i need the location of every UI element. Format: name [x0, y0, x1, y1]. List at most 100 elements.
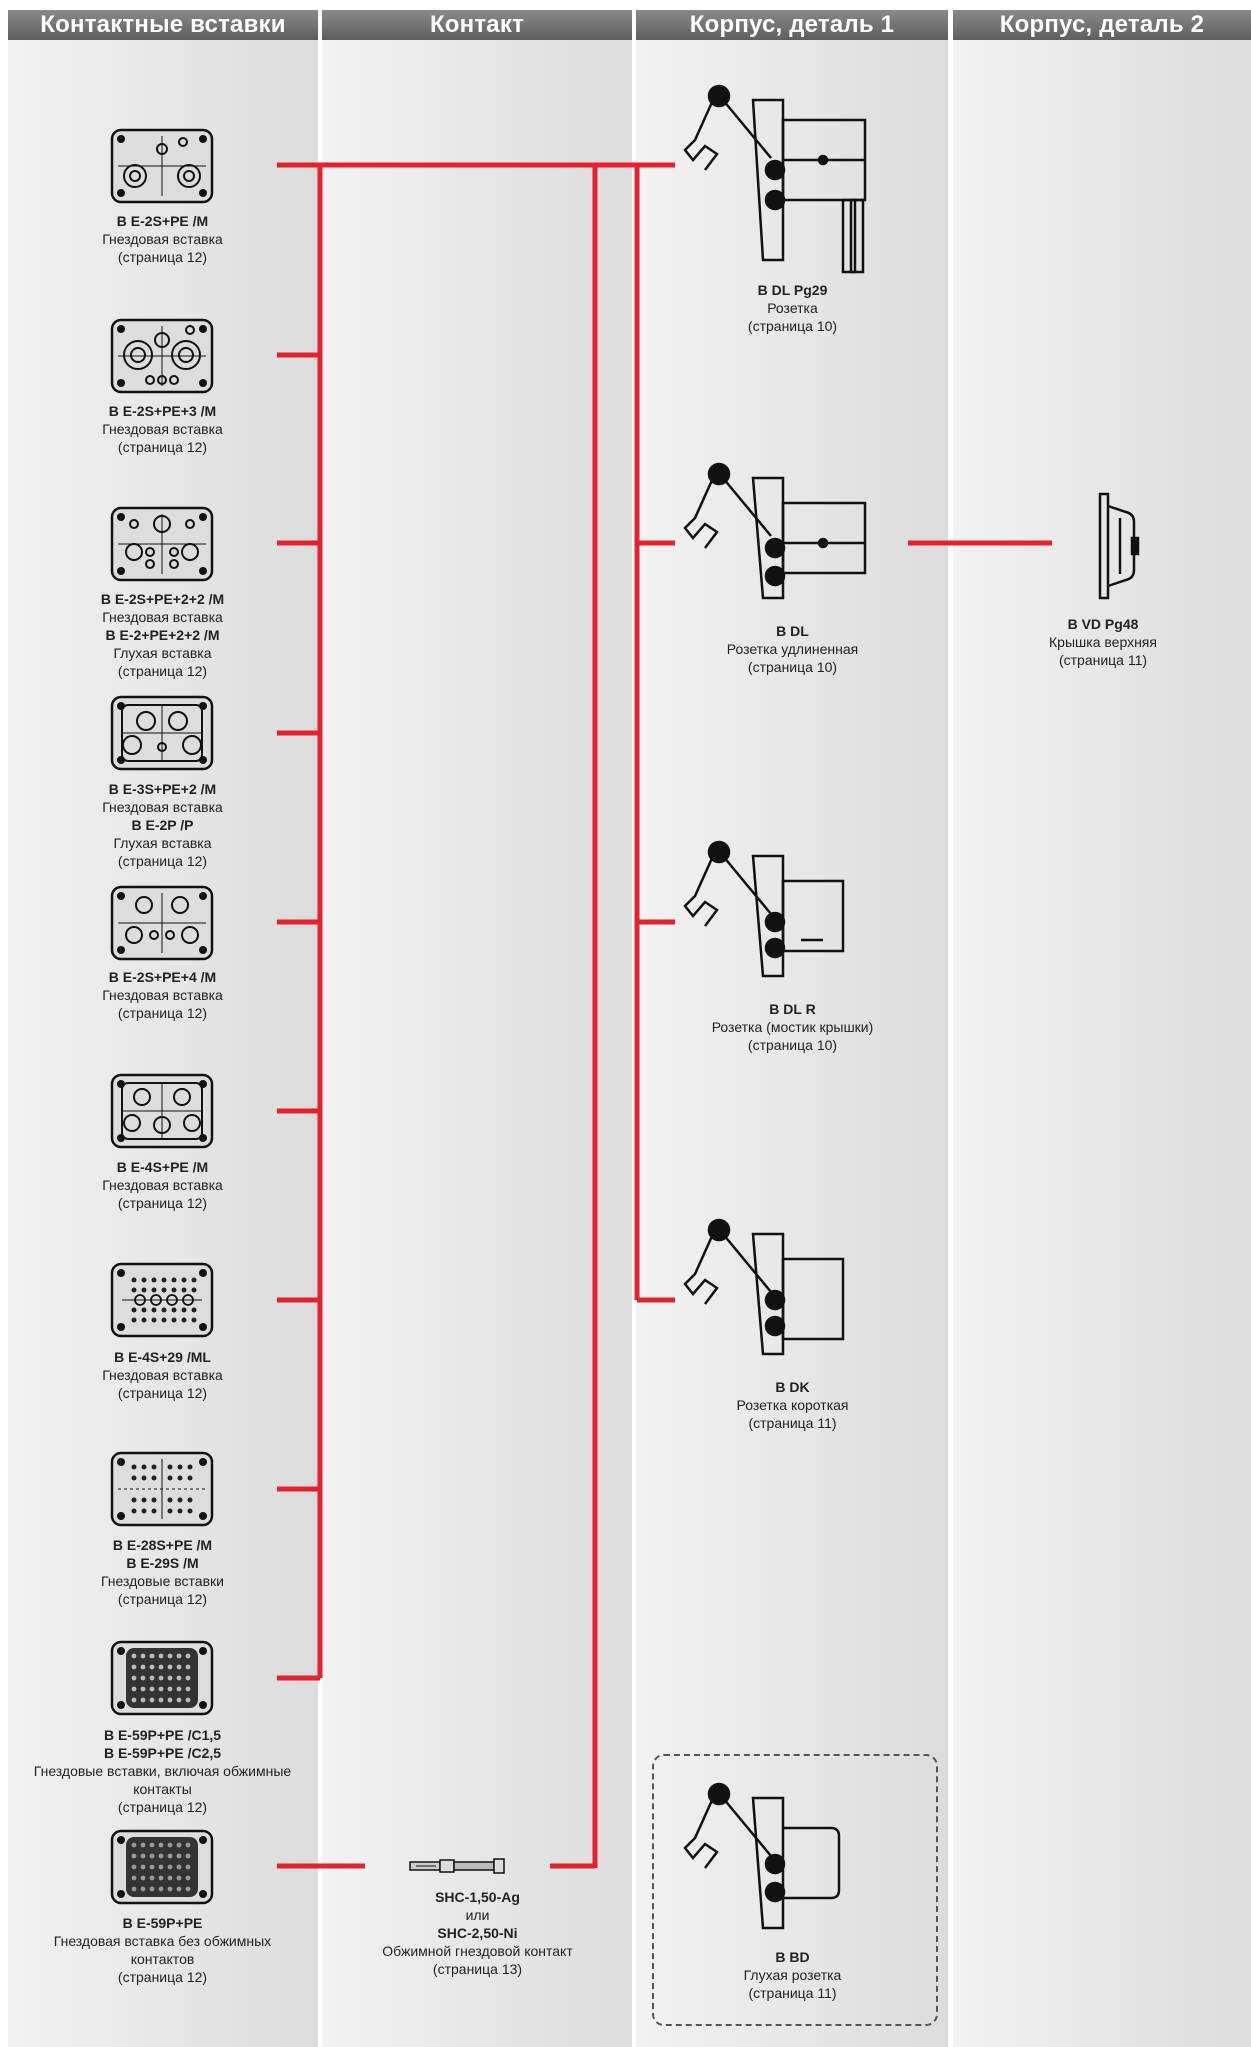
- column-background: [953, 40, 1251, 2047]
- insert-label-4: B E-3S+PE+2 /M Гнездовая вставка B E-2P …: [20, 780, 305, 870]
- product-description: контакты: [133, 1781, 192, 1797]
- insert-drawing-2s-pe: [110, 128, 214, 204]
- conjunction: или: [465, 1907, 490, 1923]
- insert-label-10: B E-59P+PE Гнездовая вставка без обжимны…: [20, 1914, 305, 1986]
- housing-label-b-dl: B DL Розетка удлиненная (страница 10): [645, 622, 940, 676]
- product-code: B E-2S+PE /M: [116, 213, 209, 229]
- product-description: Глухая вставка: [113, 835, 212, 851]
- column-header-housing-1: Корпус, деталь 1: [636, 10, 948, 40]
- housing-label-b-vd-pg48: B VD Pg48 Крышка верхняя (страница 11): [963, 615, 1243, 669]
- product-code: B VD Pg48: [1067, 616, 1139, 632]
- product-description: Гнездовая вставка без обжимных: [53, 1933, 272, 1949]
- housing-drawing-b-dk: [683, 1218, 845, 1356]
- product-code: B E-2+PE+2+2 /M: [105, 627, 220, 643]
- product-description: Крышка верхняя: [1049, 634, 1157, 650]
- product-description: Розетка удлиненная: [726, 641, 859, 657]
- product-description: Гнездовая вставка: [102, 231, 223, 247]
- page-reference: (страница 13): [432, 1961, 523, 1977]
- housing-drawing-b-bd: [683, 1782, 841, 1930]
- insert-label-9: B E-59P+PE /C1,5 B E-59P+PE /C2,5 Гнездо…: [20, 1726, 305, 1816]
- product-description: Гнездовая вставка: [102, 987, 223, 1003]
- column-housing-1: Корпус, деталь 1: [636, 0, 948, 2047]
- page-reference: (страница 12): [117, 1969, 208, 1985]
- product-code: B E-2S+PE+4 /M: [108, 969, 217, 985]
- insert-drawing-2s-pe-4: [110, 885, 214, 961]
- page-reference: (страница 11): [1058, 652, 1148, 668]
- insert-label-7: B E-4S+29 /ML Гнездовая вставка (страниц…: [20, 1348, 305, 1402]
- product-code: SHC-2,50-Ni: [437, 1925, 518, 1941]
- product-code: B E-28S+PE /M: [112, 1537, 213, 1553]
- product-code: B DK: [775, 1379, 810, 1395]
- insert-drawing-28s-pe: [110, 1451, 214, 1527]
- column-background: [636, 40, 948, 2047]
- page-reference: (страница 12): [117, 1591, 208, 1607]
- page-reference: (страница 10): [747, 659, 838, 675]
- product-code: B E-2S+PE+2+2 /M: [100, 591, 225, 607]
- product-description: Гнездовая вставка: [102, 1367, 223, 1383]
- column-header-contact: Контакт: [322, 10, 632, 40]
- insert-label-8: B E-28S+PE /M B E-29S /M Гнездовые встав…: [20, 1536, 305, 1608]
- insert-drawing-3s-pe-2: [110, 695, 214, 771]
- insert-drawing-59p-pe-crimp: [110, 1640, 214, 1716]
- product-description: Розетка (мостик крышки): [711, 1019, 874, 1035]
- housing-drawing-b-dl: [683, 462, 867, 600]
- product-description: Гнездовая вставка: [102, 421, 223, 437]
- product-code: B BD: [775, 1949, 810, 1965]
- insert-label-2: B E-2S+PE+3 /M Гнездовая вставка (страни…: [20, 402, 305, 456]
- product-description: Гнездовые вставки: [101, 1573, 224, 1589]
- product-code: B DL R: [769, 1001, 816, 1017]
- product-description: Гнездовые вставки, включая обжимные: [33, 1763, 292, 1779]
- product-description: Обжимной гнездовой контакт: [382, 1943, 573, 1959]
- product-description: Гнездовая вставка: [102, 1177, 223, 1193]
- page-reference: (страница 12): [117, 853, 208, 869]
- product-code: B E-3S+PE+2 /M: [108, 781, 217, 797]
- product-description: Глухая розетка: [743, 1967, 842, 1983]
- product-code: B E-59P+PE: [122, 1915, 203, 1931]
- product-code: B E-4S+PE /M: [116, 1159, 209, 1175]
- column-contact: Контакт: [322, 0, 632, 2047]
- contact-label: SHC-1,50-Ag или SHC-2,50-Ni Обжимной гне…: [330, 1888, 625, 1978]
- housing-label-b-bd: B BD Глухая розетка (страница 11): [645, 1948, 940, 2002]
- column-header-inserts: Контактные вставки: [8, 10, 318, 40]
- page-reference: (страница 11): [748, 1415, 837, 1431]
- page-reference: (страница 12): [117, 1385, 208, 1401]
- page-reference: (страница 12): [117, 1799, 208, 1815]
- insert-drawing-4s-29: [110, 1262, 214, 1338]
- page-reference: (страница 12): [117, 1005, 208, 1021]
- product-code: B E-4S+29 /ML: [114, 1349, 211, 1365]
- housing-drawing-b-vd-pg48: [1098, 492, 1140, 600]
- housing-label-b-dl-r: B DL R Розетка (мостик крышки) (страница…: [645, 1000, 940, 1054]
- product-code: B E-2S+PE+3 /M: [108, 403, 217, 419]
- product-code: B DL Pg29: [757, 282, 828, 298]
- insert-label-5: B E-2S+PE+4 /M Гнездовая вставка (страни…: [20, 968, 305, 1022]
- product-description: контактов: [130, 1951, 195, 1967]
- blind-housing-frame: [652, 1754, 938, 2026]
- product-code: B E-59P+PE /C2,5: [103, 1745, 222, 1761]
- product-code: B E-2P /P: [131, 817, 194, 833]
- product-code: B DL: [776, 623, 809, 639]
- housing-label-b-dk: B DK Розетка короткая (страница 11): [645, 1378, 940, 1432]
- insert-drawing-59p-pe: [110, 1829, 214, 1905]
- product-code: SHC-1,50-Ag: [435, 1889, 520, 1905]
- housing-label-b-dl-pg29: B DL Pg29 Розетка (страница 10): [645, 281, 940, 335]
- page-reference: (страница 10): [747, 1037, 838, 1053]
- insert-label-6: B E-4S+PE /M Гнездовая вставка (страница…: [20, 1158, 305, 1212]
- product-description: Розетка: [767, 300, 818, 316]
- insert-label-3: B E-2S+PE+2+2 /M Гнездовая вставка B E-2…: [20, 590, 305, 680]
- insert-drawing-2s-pe-2-2: [110, 506, 214, 582]
- housing-drawing-b-dl-r: [683, 840, 845, 978]
- product-description: Розетка короткая: [736, 1397, 849, 1413]
- product-code: B E-59P+PE /C1,5: [103, 1727, 222, 1743]
- page-reference: (страница 12): [117, 663, 208, 679]
- product-code: B E-29S /M: [126, 1555, 199, 1571]
- page-reference: (страница 12): [117, 249, 208, 265]
- page-reference: (страница 12): [117, 1195, 208, 1211]
- column-housing-2: Корпус, деталь 2: [953, 0, 1251, 2047]
- product-description: Глухая вставка: [113, 645, 212, 661]
- insert-drawing-2s-pe-3: [110, 318, 214, 394]
- page-reference: (страница 11): [748, 1985, 837, 2001]
- insert-drawing-4s-pe: [110, 1073, 214, 1149]
- product-description: Гнездовая вставка: [102, 799, 223, 815]
- housing-drawing-b-dl-pg29: [683, 84, 867, 274]
